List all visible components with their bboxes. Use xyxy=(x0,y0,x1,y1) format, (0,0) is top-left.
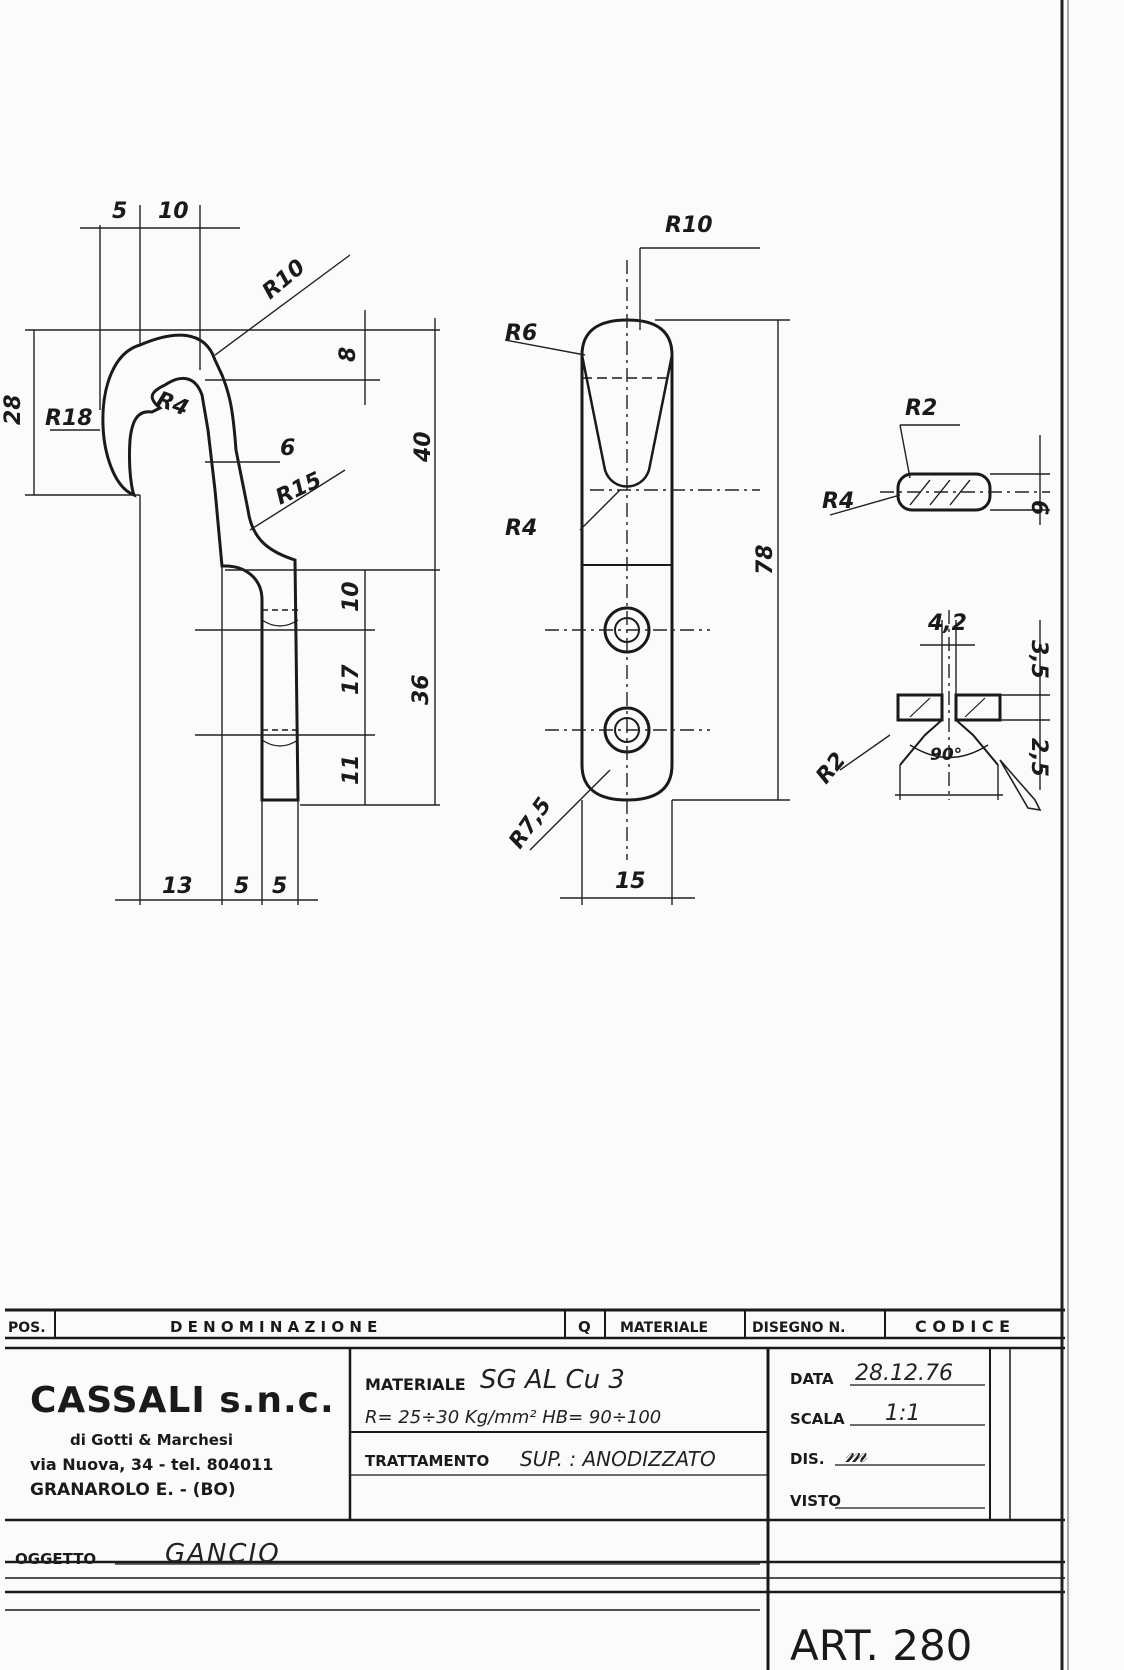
hole-detail-dimension-lines xyxy=(839,610,1050,812)
header-denominazione: D E N O M I N A Z I O N E xyxy=(170,1318,377,1336)
dim-hole-r2: R2 xyxy=(811,748,851,789)
dim-15: 15 xyxy=(615,869,646,894)
dim-r10: R10 xyxy=(258,255,311,305)
data-label: DATA xyxy=(790,1370,834,1388)
company-line2: via Nuova, 34 - tel. 804011 xyxy=(30,1455,273,1474)
dim-front-r10: R10 xyxy=(665,213,713,238)
dis-label: DIS. xyxy=(790,1450,825,1468)
dim-r4: R4 xyxy=(153,387,192,422)
side-view xyxy=(101,333,300,802)
dim-11: 11 xyxy=(339,754,364,785)
dim-r18: R18 xyxy=(45,406,93,431)
hole-detail-labels: 4,2 3,5 2,5 R2 90° xyxy=(811,611,1051,789)
dim-13: 13 xyxy=(162,874,193,899)
trattamento-value: SUP. : ANODIZZATO xyxy=(520,1447,716,1471)
data-value: 28.12.76 xyxy=(855,1361,953,1386)
materiale-label: MATERIALE xyxy=(365,1375,466,1394)
dis-signature: 𝓂 xyxy=(845,1439,868,1469)
side-view-labels: 5 10 R10 8 28 R18 R4 6 R15 40 10 17 36 1… xyxy=(1,199,436,899)
scala-label: SCALA xyxy=(790,1410,845,1428)
company-name: CASSALI s.n.c. xyxy=(30,1380,335,1421)
side-view-dimension-lines xyxy=(25,205,440,905)
header-pos: POS. xyxy=(8,1320,46,1336)
art-number: ART. 280 xyxy=(790,1621,972,1670)
visto-label: VISTO xyxy=(790,1492,841,1510)
section-view-labels: R2 R4 6 xyxy=(822,396,1051,515)
dim-front-r4: R4 xyxy=(505,516,537,541)
dim-hole-4-2: 4,2 xyxy=(927,611,967,636)
front-view-labels: R10 R6 R4 78 R7,5 15 xyxy=(504,213,778,894)
oggetto-value: GANCIO xyxy=(165,1539,281,1569)
title-block-text: POS. D E N O M I N A Z I O N E Q MATERIA… xyxy=(8,1317,1010,1670)
hole-detail xyxy=(896,693,1002,766)
header-q: Q xyxy=(578,1318,591,1336)
dim-5: 5 xyxy=(112,199,127,224)
dim-6: 6 xyxy=(280,436,295,461)
dim-hole-2-5: 2,5 xyxy=(1026,738,1051,777)
dim-hole-90deg: 90° xyxy=(930,745,962,765)
materiale-value: SG AL Cu 3 xyxy=(480,1365,625,1395)
title-block-lines xyxy=(5,1308,1065,1670)
dim-8: 8 xyxy=(336,347,361,362)
dim-40: 40 xyxy=(411,431,436,463)
trattamento-label: TRATTAMENTO xyxy=(365,1452,489,1470)
dim-10-vert: 10 xyxy=(339,581,364,612)
dim-5-a: 5 xyxy=(234,874,249,899)
company-line1: di Gotti & Marchesi xyxy=(70,1431,233,1449)
dim-section-r4: R4 xyxy=(822,489,854,514)
company-line3: GRANAROLO E. - (BO) xyxy=(30,1480,236,1500)
front-view-dimension-lines xyxy=(504,247,790,905)
oggetto-label: OGGETTO xyxy=(15,1550,96,1568)
dim-28: 28 xyxy=(1,394,26,425)
header-materiale: MATERIALE xyxy=(620,1320,708,1336)
dim-r15: R15 xyxy=(272,468,326,511)
section-view-dimension-lines xyxy=(829,424,1050,525)
dim-hole-3-5: 3,5 xyxy=(1026,640,1051,679)
dim-section-6: 6 xyxy=(1026,500,1051,515)
header-disegno: DISEGNO N. xyxy=(752,1320,846,1336)
dim-front-r6: R6 xyxy=(505,321,537,346)
spec-value: R= 25÷30 Kg/mm² HB= 90÷100 xyxy=(365,1407,661,1428)
dim-section-r2: R2 xyxy=(905,396,937,421)
dim-78: 78 xyxy=(753,544,778,575)
header-codice: C O D I C E xyxy=(915,1317,1010,1336)
dim-5-b: 5 xyxy=(272,874,287,899)
dim-10: 10 xyxy=(158,199,189,224)
dim-36: 36 xyxy=(409,674,434,705)
scala-value: 1:1 xyxy=(885,1401,920,1426)
dim-r7-5: R7,5 xyxy=(504,793,557,853)
dim-17: 17 xyxy=(339,664,364,695)
